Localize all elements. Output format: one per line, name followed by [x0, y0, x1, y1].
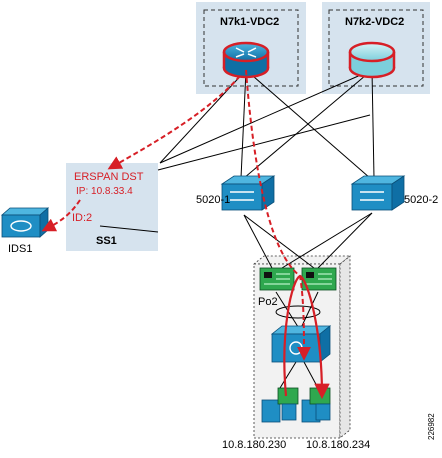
vdc-right-label: N7k2-VDC2 [345, 16, 404, 28]
switch-right-icon [350, 175, 406, 211]
span-path-arrow [245, 69, 311, 361]
ids-label: IDS1 [8, 243, 32, 255]
port-channel-ring [275, 305, 321, 319]
ss1-panel: ERSPAN DST IP: 10.8.33.4 ID:2 SS1 [66, 163, 158, 251]
erspan-tunnel-arrow [107, 75, 241, 170]
erspan-to-ids-arrow [41, 199, 81, 232]
ids-icon [0, 207, 50, 238]
host-right-label: 10.8.180.234 [306, 439, 370, 451]
erspan-dst-label: ERSPAN DST [74, 171, 144, 183]
vdc-left-panel: N7k1-VDC2 [196, 2, 306, 94]
network-links [99, 69, 375, 389]
ss1-label: SS1 [96, 235, 117, 247]
nic-right-icon [301, 267, 337, 291]
port-channel-label: Po2 [258, 296, 278, 308]
figure-id: 226982 [427, 413, 436, 440]
host-left-label: 10.8.180.230 [222, 439, 286, 451]
router-right-icon [348, 41, 396, 79]
switch-left-icon [220, 175, 276, 211]
vm-left-icon [261, 387, 299, 423]
switch-left-label: 5020-1 [196, 194, 230, 206]
erspan-ip-label: IP: 10.8.33.4 [76, 186, 133, 197]
nic-left-icon [259, 267, 295, 291]
erspan-id-label: ID:2 [72, 212, 92, 224]
router-left-icon [222, 41, 270, 79]
switch-right-label: 5020-2 [404, 194, 438, 206]
vdc-left-label: N7k1-VDC2 [220, 16, 279, 28]
